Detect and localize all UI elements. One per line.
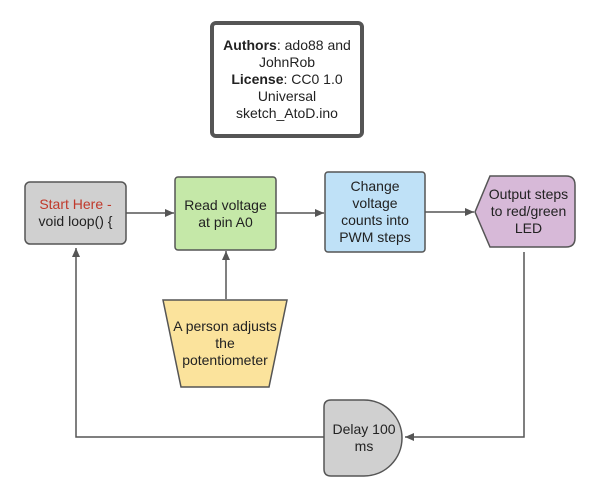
start-node-shape: [24, 181, 127, 245]
change-node-shape: [324, 171, 426, 253]
person-node-shape: [162, 299, 288, 388]
info-box-shape: [210, 21, 364, 138]
read-node-shape: [174, 176, 277, 251]
arrow-delay-to-start: [72, 248, 324, 438]
arrow-output-to-delay: [405, 252, 525, 441]
delay-node-shape: [323, 399, 403, 477]
output-node-shape: [474, 175, 576, 248]
